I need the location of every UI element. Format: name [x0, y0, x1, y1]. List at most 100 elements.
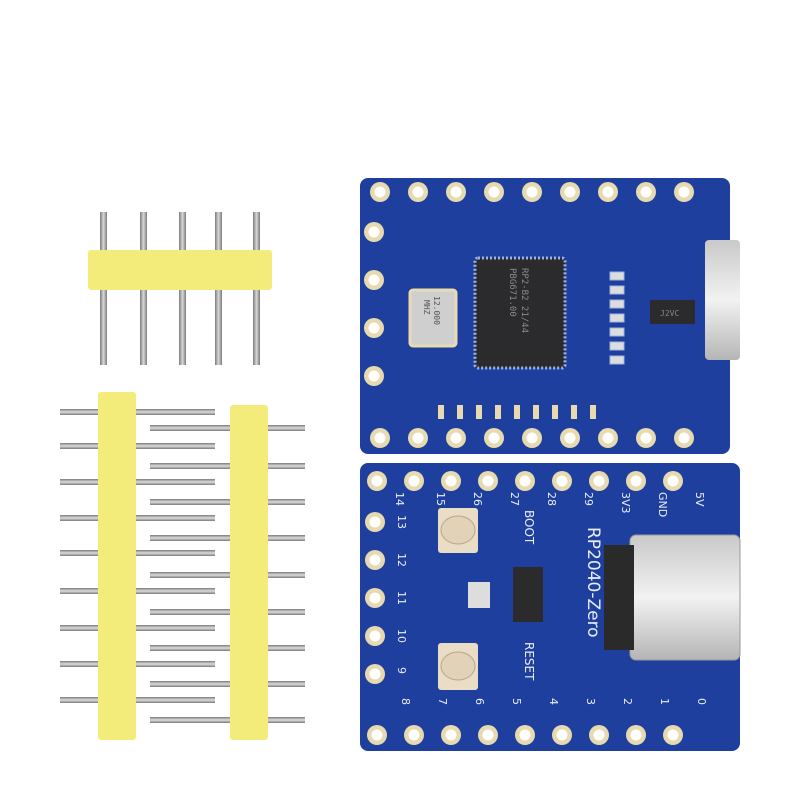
header-pin [150, 463, 305, 469]
pin-label: 29 [582, 492, 595, 506]
pin-label: 6 [473, 698, 486, 705]
rp2040-chip [473, 256, 567, 370]
header-pin [60, 443, 215, 449]
smd-resistor [609, 299, 625, 309]
header-pin [150, 499, 305, 505]
smd-resistor [609, 313, 625, 323]
header-pin [150, 609, 305, 615]
boot-label: BOOT [522, 510, 536, 545]
header-pin [150, 717, 305, 723]
pad-hole [412, 432, 424, 444]
pad-hole [667, 729, 679, 741]
pad-hole [369, 668, 381, 680]
crystal-marking-line1: 12.000 [432, 296, 441, 325]
short-header-housing [88, 250, 272, 290]
pin-label: 0 [695, 698, 708, 705]
header-pin [150, 572, 305, 578]
long-header-housing-right [230, 405, 268, 740]
pad-hole [445, 729, 457, 741]
pad-hole [519, 475, 531, 487]
pad-hole [368, 322, 380, 334]
micro-usb-connector [705, 240, 740, 360]
pad-hole [445, 475, 457, 487]
pad-hole [450, 432, 462, 444]
pin-label: 14 [393, 492, 406, 506]
flash-chip [513, 567, 543, 622]
pad-hole [640, 186, 652, 198]
pad-hole [371, 475, 383, 487]
pad-hole [602, 432, 614, 444]
header-pin [60, 409, 215, 415]
pin-label: 5V [693, 492, 706, 507]
pin-label: 13 [395, 515, 408, 529]
pad-hole [371, 729, 383, 741]
pin-label: GND [656, 492, 669, 517]
pad-hole [630, 475, 642, 487]
pin-label: 15 [434, 492, 447, 506]
pad-hole [519, 729, 531, 741]
pad-hole [593, 475, 605, 487]
header-pin [60, 515, 215, 521]
pad-hole [556, 729, 568, 741]
pad-hole [412, 186, 424, 198]
smd-resistor [609, 285, 625, 295]
header-pin [60, 661, 215, 667]
pad-hole [482, 475, 494, 487]
edge-trace [438, 405, 444, 419]
pin-label: 7 [436, 698, 449, 705]
top-board-pads [364, 182, 694, 448]
smd-resistor [609, 271, 625, 281]
edge-trace [476, 405, 482, 419]
pad-hole [678, 186, 690, 198]
edge-trace [514, 405, 520, 419]
edge-trace [590, 405, 596, 419]
pin-label: 3V3 [619, 492, 632, 514]
pad-hole [450, 186, 462, 198]
top-board: RP2-B2 21/44 PBG671.00 12.000 MHZ J2VC [360, 178, 740, 454]
bottom-board-pads [365, 471, 683, 745]
voltage-regulator [650, 300, 695, 324]
pin-label: 4 [547, 698, 560, 705]
pad-hole [593, 729, 605, 741]
long-header-housing-left [98, 392, 136, 740]
boot-button[interactable] [438, 508, 478, 553]
pin-label: 27 [508, 492, 521, 506]
top-board-smd-components [438, 271, 625, 419]
regulator-marking: J2VC [660, 309, 679, 318]
pad-hole [374, 432, 386, 444]
header-pin [60, 479, 215, 485]
pad-hole [488, 432, 500, 444]
pad-hole [556, 475, 568, 487]
header-pin [150, 681, 305, 687]
header-pin [60, 550, 215, 556]
pad-hole [368, 226, 380, 238]
pad-hole [564, 432, 576, 444]
pin-headers [60, 212, 305, 740]
pin-label: 11 [395, 591, 408, 605]
pin-label: 2 [621, 698, 634, 705]
pad-hole [482, 729, 494, 741]
reset-button[interactable] [438, 643, 478, 690]
pin-label: 8 [399, 698, 412, 705]
edge-trace [495, 405, 501, 419]
pad-hole [369, 630, 381, 642]
header-pin [150, 425, 305, 431]
pad-hole [408, 729, 420, 741]
pin-label: 3 [584, 698, 597, 705]
smd-resistor [609, 327, 625, 337]
pin-label: 28 [545, 492, 558, 506]
chip-marking-line1: RP2-B2 21/44 [519, 268, 529, 333]
edge-trace [552, 405, 558, 419]
header-pin [60, 625, 215, 631]
smd-resistor [609, 355, 625, 365]
pad-hole [368, 370, 380, 382]
pad-hole [368, 274, 380, 286]
smd-resistor [609, 341, 625, 351]
crystal-marking-line2: MHZ [422, 300, 431, 315]
pad-hole [369, 592, 381, 604]
pin-label: 5 [510, 698, 523, 705]
crystal-oscillator [408, 288, 458, 348]
